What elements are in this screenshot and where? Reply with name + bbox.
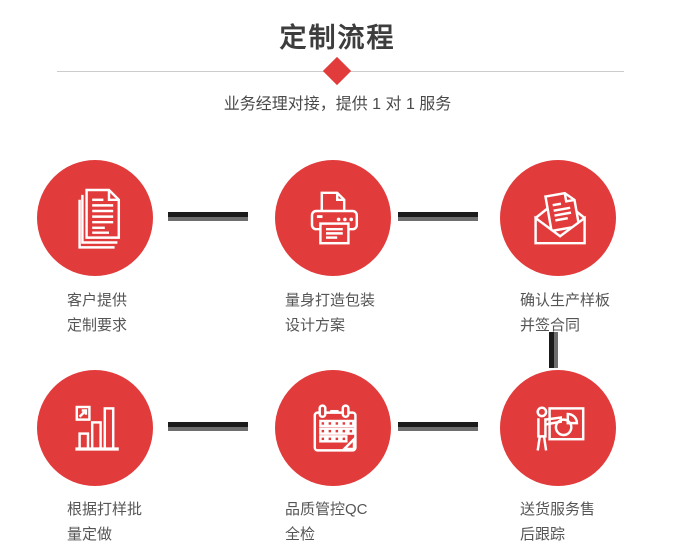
printer-icon <box>298 183 368 253</box>
step5-circle <box>275 370 391 486</box>
step2-label-line1: 量身打造包装 <box>285 292 376 309</box>
page-title: 定制流程 <box>279 23 396 53</box>
step4-circle <box>37 370 153 486</box>
connector-step2-step3 <box>398 212 478 221</box>
documents-icon <box>60 183 130 253</box>
step2-label: 量身打造包装 设计方案 <box>285 288 375 338</box>
step6-label-line2: 后跟踪 <box>520 526 566 543</box>
step1-label-line2: 定制要求 <box>67 317 128 334</box>
step3-circle <box>500 160 616 276</box>
connector-step3-step6 <box>549 332 558 368</box>
step2-circle <box>275 160 391 276</box>
step3-label: 确认生产样板 并签合同 <box>520 288 610 338</box>
step5-label-line1: 品质管控QC <box>285 501 368 518</box>
step3-label-line2: 并签合同 <box>520 317 581 334</box>
step5-label: 品质管控QC 全检 <box>285 497 368 547</box>
step1-circle <box>37 160 153 276</box>
step5-label-line2: 全检 <box>285 526 316 543</box>
step6-circle <box>500 370 616 486</box>
step4-label: 根据打样批 量定做 <box>67 497 142 547</box>
step6-label-line1: 送货服务售 <box>520 501 596 518</box>
step3-label-line1: 确认生产样板 <box>520 292 611 309</box>
bar-chart-icon <box>60 393 130 463</box>
section-subtitle: 业务经理对接，提供 1 对 1 服务 <box>223 96 452 113</box>
connector-step5-step6 <box>398 422 478 431</box>
connector-step4-step5 <box>168 422 248 431</box>
step6-label: 送货服务售 后跟踪 <box>520 497 595 547</box>
calendar-icon <box>298 393 368 463</box>
step2-label-line2: 设计方案 <box>285 317 346 334</box>
envelope-icon <box>523 183 593 253</box>
step1-label: 客户提供 定制要求 <box>67 288 127 338</box>
connector-step1-step2 <box>168 212 248 221</box>
step4-label-line1: 根据打样批 <box>67 501 143 518</box>
presentation-icon <box>523 393 593 463</box>
diamond-icon <box>322 56 352 86</box>
step4-label-line2: 量定做 <box>67 526 113 543</box>
step1-label-line1: 客户提供 <box>67 292 128 309</box>
